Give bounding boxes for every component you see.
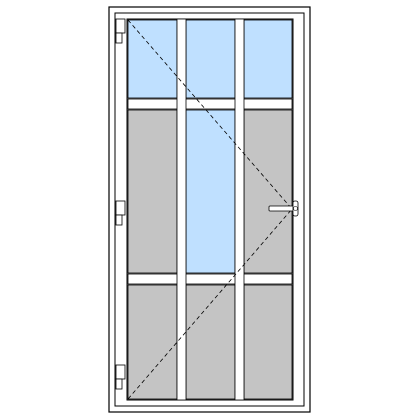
hinge-top — [115, 18, 126, 44]
mullion-right — [234, 18, 245, 401]
bottom-panel-left — [127, 284, 178, 400]
top-glass-pane-center — [185, 19, 236, 99]
door-handle-icon — [268, 200, 299, 217]
top-glass-pane-left — [127, 19, 178, 99]
lower-transom-bar — [127, 273, 293, 285]
middle-glass-pane-center — [185, 109, 236, 274]
hinge-bottom — [115, 364, 126, 390]
top-glass-pane-right — [243, 19, 293, 99]
middle-panel-right — [243, 109, 293, 274]
mullion-left — [176, 18, 187, 401]
middle-panel-left — [127, 109, 178, 274]
hinge-middle — [115, 200, 126, 226]
bottom-panel-center — [185, 284, 236, 400]
upper-transom-bar — [127, 98, 293, 110]
bottom-panel-right — [243, 284, 293, 400]
